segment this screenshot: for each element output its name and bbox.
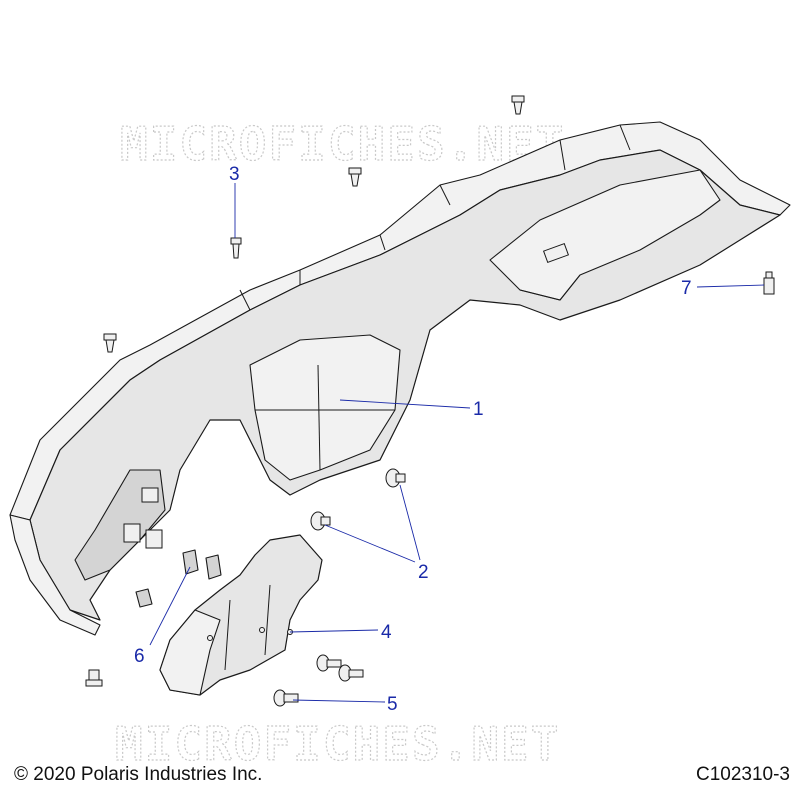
rivet-part-2b[interactable] — [310, 511, 331, 531]
rivet-part-2a[interactable] — [385, 468, 406, 488]
callout-1[interactable]: 1 — [473, 399, 484, 420]
lower-panel-part-4[interactable] — [159, 534, 323, 696]
push-rivet-left[interactable] — [103, 333, 117, 353]
leader-lines — [149, 183, 765, 703]
callout-4[interactable]: 4 — [381, 622, 392, 643]
callout-3[interactable]: 3 — [229, 164, 240, 185]
watermark-top: MICROFICHES.NET — [120, 117, 565, 171]
callout-2[interactable]: 2 — [418, 562, 429, 583]
callout-7[interactable]: 7 — [681, 278, 692, 299]
screw-part-5b[interactable] — [316, 654, 342, 672]
front-panel-part-1[interactable] — [9, 121, 791, 636]
clip-part-6b[interactable] — [205, 554, 222, 580]
push-rivet-bottom-left[interactable] — [85, 669, 103, 687]
callout-6[interactable]: 6 — [134, 646, 145, 667]
screw-part-3[interactable] — [230, 237, 242, 259]
copyright-text: © 2020 Polaris Industries Inc. — [14, 764, 263, 785]
rivet-part-7[interactable] — [763, 271, 775, 295]
callout-5[interactable]: 5 — [387, 694, 398, 715]
nut-clip[interactable] — [135, 588, 153, 608]
push-rivet-top-2[interactable] — [348, 167, 362, 187]
push-rivet-top-1[interactable] — [511, 95, 525, 115]
screw-part-5c[interactable] — [338, 664, 364, 682]
clip-part-6a[interactable] — [182, 549, 199, 575]
screw-part-5a[interactable] — [273, 689, 299, 707]
watermark-bottom: MICROFICHES.NET — [115, 717, 560, 771]
diagram-code: C102310-3 — [695, 764, 790, 785]
